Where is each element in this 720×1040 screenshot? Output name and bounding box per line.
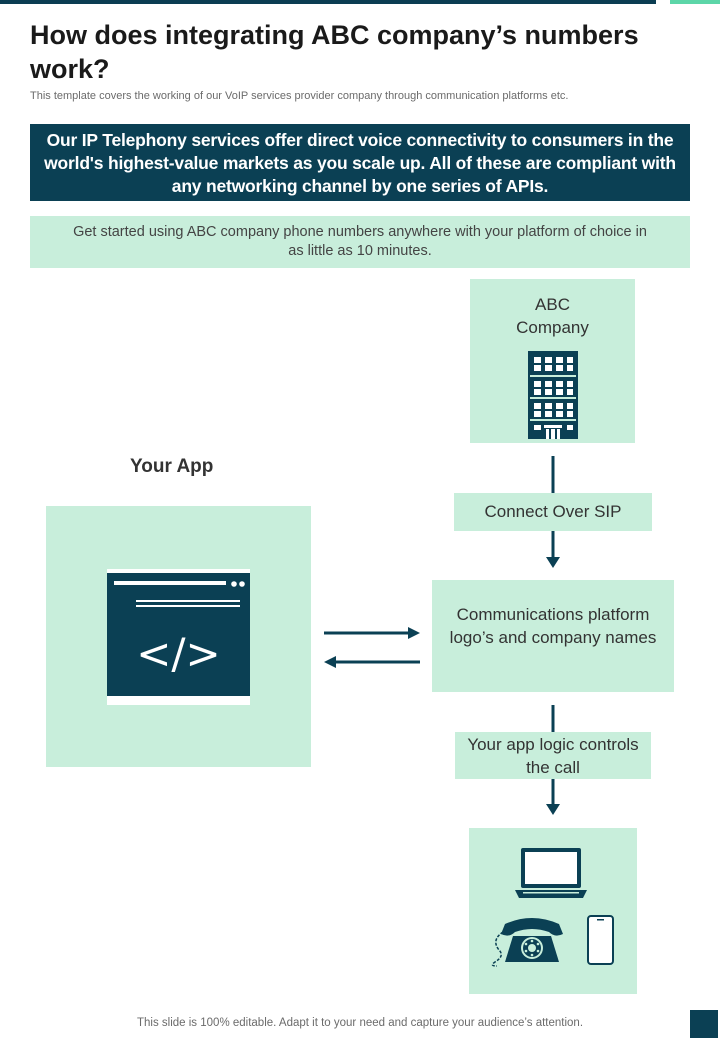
connect-over-sip-box: Connect Over SIP bbox=[454, 493, 652, 531]
arrowhead-left bbox=[324, 656, 336, 668]
code-window-icon: </> bbox=[107, 569, 250, 705]
intro-box: Get started using ABC company phone numb… bbox=[30, 216, 690, 268]
your-app-label: Your App bbox=[130, 456, 214, 477]
smartphone-icon bbox=[587, 915, 614, 965]
abc-company-label: ABC Company bbox=[470, 293, 635, 339]
footer-note: This slide is 100% editable. Adapt it to… bbox=[136, 1017, 584, 1029]
top-accent-bar-light bbox=[670, 0, 720, 4]
abc-company-box: ABC Company bbox=[470, 279, 635, 443]
devices-box bbox=[469, 828, 637, 994]
devices-illustration bbox=[491, 848, 614, 967]
laptop-icon bbox=[515, 848, 587, 898]
page-subtitle: This template covers the working of our … bbox=[30, 90, 569, 102]
app-logic-box: Your app logic controls the call bbox=[455, 732, 651, 779]
code-glyph: </> bbox=[136, 629, 221, 678]
arrowhead-down-platform bbox=[546, 557, 560, 568]
abc-label-line1: ABC bbox=[535, 295, 570, 314]
arrowhead-down-devices bbox=[546, 804, 560, 815]
page-title: How does integrating ABC company’s numbe… bbox=[30, 20, 639, 84]
arrowhead-right bbox=[408, 627, 420, 639]
footer-accent-square bbox=[690, 1010, 718, 1038]
your-app-box: </> bbox=[46, 506, 311, 767]
abc-label-line2: Company bbox=[516, 318, 589, 337]
rotary-telephone-icon bbox=[491, 918, 563, 967]
office-building-icon bbox=[528, 351, 578, 439]
summary-banner: Our IP Telephony services offer direct v… bbox=[30, 124, 690, 201]
communications-platform-box: Communications platform logo’s and compa… bbox=[432, 580, 674, 692]
top-accent-bar-dark bbox=[0, 0, 656, 4]
